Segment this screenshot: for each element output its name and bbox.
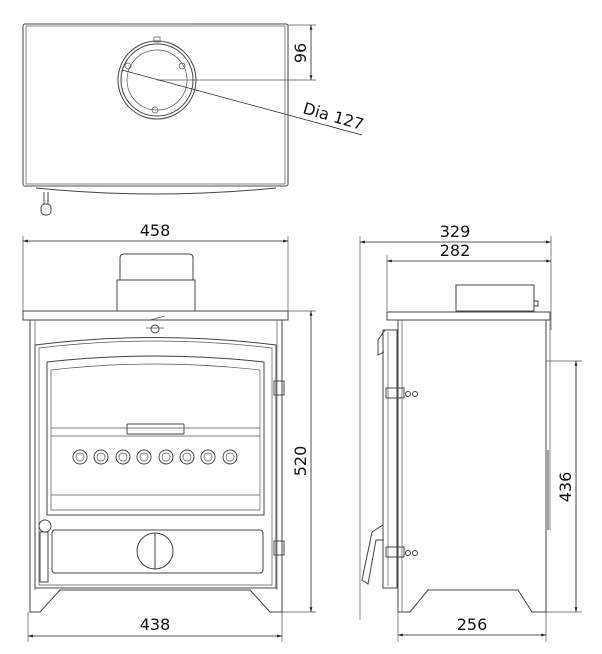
dim-body-depth: 282	[440, 241, 471, 260]
dim-flue-diameter: Dia 127	[301, 99, 366, 134]
top-view: 96 Dia 127	[22, 23, 366, 216]
vent-2	[93, 449, 109, 465]
door-handle	[38, 519, 52, 583]
door	[34, 337, 285, 589]
dim-rear-height: 436	[556, 472, 575, 503]
dim-base-depth: 256	[457, 615, 488, 634]
front-view: 458	[22, 221, 316, 642]
vent-8	[222, 449, 238, 465]
air-control	[146, 315, 166, 334]
flue-collar	[117, 36, 197, 120]
vent-5	[158, 449, 174, 465]
top-handle	[40, 192, 52, 216]
vent-1	[72, 449, 88, 465]
vent-7	[200, 449, 216, 465]
air-vents	[72, 449, 238, 465]
vent-6	[179, 449, 195, 465]
dim-height: 520	[291, 446, 310, 477]
vent-4	[136, 449, 152, 465]
vent-3	[115, 449, 131, 465]
side-hinge-bottom	[385, 546, 418, 558]
side-door	[361, 329, 418, 589]
dim-top-width: 458	[140, 221, 171, 240]
flue-spigot	[116, 253, 196, 312]
side-view: 329 282 436 256	[359, 222, 582, 642]
hinge-top	[273, 380, 285, 396]
dim-base-width: 438	[140, 615, 171, 634]
side-hinge-top	[385, 387, 418, 399]
dim-flue-offset: 96	[291, 43, 310, 63]
hinge-bottom	[273, 540, 285, 556]
dim-overall-depth: 329	[440, 222, 471, 241]
